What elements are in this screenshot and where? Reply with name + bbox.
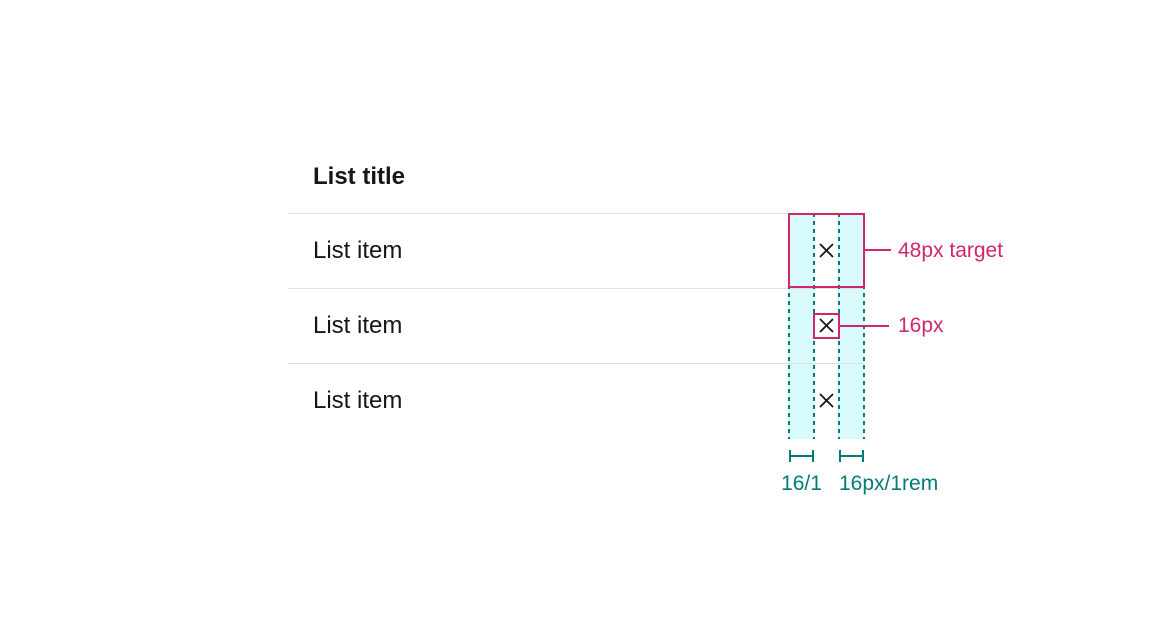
spacing-guide-line (788, 213, 790, 439)
icon-size-label: 16px (898, 314, 944, 337)
spacing-highlight-left (788, 213, 814, 439)
list: List item List item List item (288, 213, 865, 438)
close-icon (819, 393, 834, 408)
list-item-row: List item (288, 213, 865, 288)
close-button[interactable] (814, 313, 839, 338)
icon-bounds-outline (813, 313, 840, 339)
close-icon (819, 318, 834, 333)
callout-line-48px (865, 249, 891, 251)
measurement-bracket-right (839, 450, 864, 462)
right-spacing-label: 16px/1rem (839, 472, 939, 495)
close-icon (819, 243, 834, 258)
close-button[interactable] (814, 238, 839, 263)
list-item-label: List item (313, 312, 403, 339)
list-item-label: List item (313, 387, 403, 414)
measurement-bracket-left (789, 450, 814, 462)
touch-target-outline (788, 213, 865, 288)
callout-line-16px (840, 325, 889, 327)
list-item-label: List item (313, 237, 403, 264)
close-button[interactable] (814, 388, 839, 413)
target-size-label: 48px target (898, 239, 1004, 262)
list-item-row: List item (288, 363, 865, 438)
list-title: List title (313, 163, 406, 190)
list-item-row: List item (288, 288, 865, 363)
left-spacing-label: 16/1 (781, 472, 822, 495)
